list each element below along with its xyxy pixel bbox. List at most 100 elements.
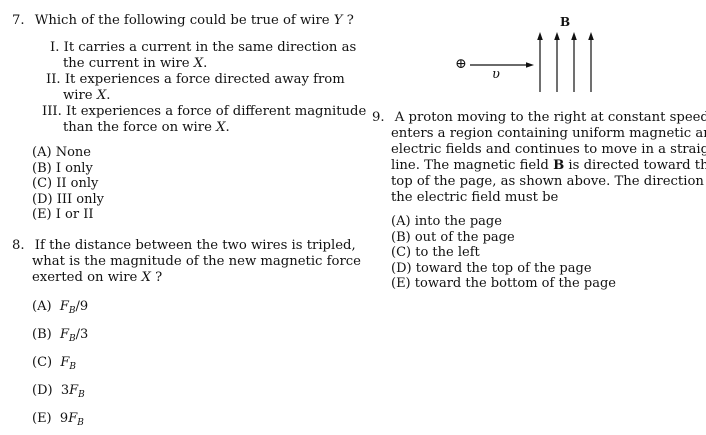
q8-stem-line-1: 8. If the distance between the two wires… <box>12 238 356 254</box>
choice-text: to the left <box>415 245 480 261</box>
choice-text: III only <box>56 191 104 207</box>
q7-choice-b[interactable]: (B) I only <box>32 161 104 177</box>
choice-symbol: F <box>68 411 78 426</box>
q8-wire-var: X <box>141 270 151 285</box>
choice-suffix: /3 <box>75 327 89 342</box>
choice-letter: (A) <box>391 214 411 229</box>
q9-choice-d[interactable]: (D) toward the top of the page <box>391 261 616 277</box>
q7-statement-text: . <box>203 56 208 71</box>
q7-statement-1-cont: the current in wire X. <box>63 56 207 72</box>
q9-stem-text: A proton moving to the right at constant… <box>394 110 706 125</box>
choice-letter: (B) <box>32 160 52 176</box>
field-arrowhead-4 <box>588 32 594 40</box>
choice-symbol: F <box>59 327 69 342</box>
q9-choice-e[interactable]: (E) toward the bottom of the page <box>391 276 616 292</box>
q8-choice-b[interactable]: (B) FB/3 <box>32 323 88 351</box>
q8-choices: (A) FB/9 (B) FB/3 (C) FB (D) 3FB (E) 9FB <box>32 295 88 435</box>
q9-stem-text: enters a region containing uniform magne… <box>391 126 706 141</box>
velocity-arrowhead <box>526 62 534 68</box>
q8-stem-text: If the distance between the two wires is… <box>34 238 356 253</box>
choice-letter: (C) <box>32 176 53 192</box>
q8-stem-line-3: exerted on wire X ? <box>32 270 162 286</box>
choice-text: II only <box>56 176 99 192</box>
choice-suffix: /9 <box>75 299 89 314</box>
choice-letter: (D) <box>391 260 412 276</box>
q9-stem-text: is directed toward the <box>564 158 706 173</box>
q8-number: 8. <box>12 238 25 253</box>
choice-letter: (A) <box>32 299 52 314</box>
choice-letter: (E) <box>32 207 52 223</box>
q8-stem-text: ? <box>150 270 163 285</box>
choice-letter: (B) <box>391 229 411 245</box>
q9-field-var: B <box>553 158 565 173</box>
q9-choices: (A) into the page (B) out of the page (C… <box>391 214 616 292</box>
q9-stem-line-4: line. The magnetic field B is directed t… <box>391 158 706 174</box>
field-arrowhead-2 <box>554 32 560 40</box>
choice-letter: (D) <box>32 383 53 398</box>
choice-coef: 3 <box>60 383 70 398</box>
q8-choice-c[interactable]: (C) FB <box>32 351 88 379</box>
choice-symbol: F <box>60 355 70 370</box>
q7-wire-var: X <box>216 120 226 135</box>
choice-text: I only <box>55 160 93 176</box>
choice-letter: (A) <box>32 145 52 160</box>
choice-text: toward the top of the page <box>415 260 592 276</box>
choice-text: I or II <box>55 207 94 223</box>
q7-statement-3-cont: than the force on wire X. <box>63 120 230 136</box>
choice-letter: (E) <box>391 276 411 292</box>
q7-statement-numeral: I. <box>50 40 60 55</box>
q7-number: 7. <box>12 13 25 28</box>
q8-choice-a[interactable]: (A) FB/9 <box>32 295 88 323</box>
q7-statement-text: than the force on wire <box>63 120 217 135</box>
q7-choice-e[interactable]: (E) I or II <box>32 207 104 223</box>
choice-coef: 9 <box>59 411 69 426</box>
q7-choices: (A) None (B) I only (C) II only (D) III … <box>32 145 104 223</box>
choice-text: toward the bottom of the page <box>414 276 616 292</box>
choice-subscript: B <box>78 390 85 400</box>
q7-choice-a[interactable]: (A) None <box>32 145 104 161</box>
q7-statement-2-cont: wire X. <box>63 88 110 104</box>
q9-stem-line-3: electric fields and continues to move in… <box>391 142 706 158</box>
q7-statement-1: I. It carries a current in the same dire… <box>50 40 356 56</box>
q8-stem-text: exerted on wire <box>32 270 142 285</box>
field-arrows-svg <box>470 32 594 92</box>
choice-symbol: F <box>69 383 79 398</box>
q9-stem-text: the electric field must be <box>391 190 559 205</box>
q7-stem-text: Which of the following could be true of … <box>34 13 330 28</box>
field-label-b: B <box>560 15 571 29</box>
q9-stem-text: top of the page, as shown above. The dir… <box>391 174 706 189</box>
choice-symbol: F <box>59 299 69 314</box>
choice-subscript: B <box>68 306 76 316</box>
choice-text: out of the page <box>414 229 515 245</box>
field-arrowhead-3 <box>571 32 577 40</box>
q7-statement-text: It experiences a force of different magn… <box>66 104 367 119</box>
choice-letter: (B) <box>32 327 52 342</box>
q9-choice-c[interactable]: (C) to the left <box>391 245 616 261</box>
q7-stem-var: Y <box>333 13 343 28</box>
q7-wire-var: X <box>96 88 107 103</box>
q8-stem-line-2: what is the magnitude of the new magneti… <box>32 254 361 270</box>
q7-statement-text: . <box>106 88 111 103</box>
choice-text: None <box>55 145 91 160</box>
q8-choice-d[interactable]: (D) 3FB <box>32 379 88 407</box>
q7-choice-d[interactable]: (D) III only <box>32 192 104 208</box>
q9-choice-a[interactable]: (A) into the page <box>391 214 616 230</box>
q9-choice-b[interactable]: (B) out of the page <box>391 230 616 246</box>
field-arrowhead-1 <box>537 32 543 40</box>
choice-text: into the page <box>414 214 502 229</box>
q7-statement-text: It experiences a force directed away fro… <box>64 72 345 87</box>
choice-letter: (C) <box>32 355 53 370</box>
q9-stem-line-2: enters a region containing uniform magne… <box>391 126 706 142</box>
choice-letter: (C) <box>391 245 412 261</box>
choice-letter: (D) <box>32 191 53 207</box>
q7-choice-c[interactable]: (C) II only <box>32 176 104 192</box>
q7-statement-text: It carries a current in the same directi… <box>63 40 357 55</box>
q7-statement-text: wire <box>63 88 97 103</box>
q9-stem-text: line. The magnetic field <box>391 158 554 173</box>
q9-stem-text: electric fields and continues to move in… <box>391 142 706 157</box>
q7-statement-numeral: III. <box>42 104 62 119</box>
q7-statement-text: . <box>225 120 230 135</box>
choice-subscript: B <box>69 334 76 344</box>
velocity-label: υ <box>492 67 500 82</box>
q7-statement-text: the current in wire <box>63 56 194 71</box>
